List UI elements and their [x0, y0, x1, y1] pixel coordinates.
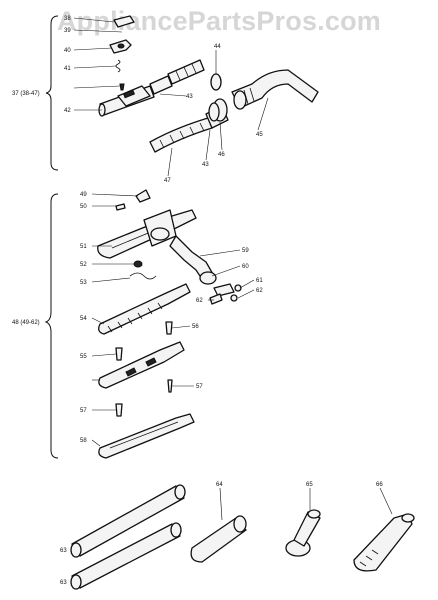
callout-46: 46	[218, 152, 225, 158]
callout-60: 60	[242, 264, 249, 270]
callout-group-37: 37 (38-47)	[12, 91, 40, 97]
selector-housing	[117, 85, 151, 107]
callout-41: 41	[64, 66, 71, 72]
pad-58	[98, 413, 195, 459]
callout-55: 55	[80, 354, 87, 360]
screw-56	[165, 321, 173, 335]
callout-63-upper: 63	[60, 548, 67, 554]
callout-65: 65	[306, 482, 313, 488]
swivel-cuff-46	[208, 98, 228, 122]
crevice-tool-64	[190, 515, 247, 563]
callout-56: 56	[192, 324, 199, 330]
callout-51: 51	[80, 244, 87, 250]
callout-43-upper: 43	[186, 94, 193, 100]
callout-61: 61	[256, 278, 263, 284]
pin-50	[115, 203, 126, 211]
callout-49: 49	[80, 192, 87, 198]
callout-62-left: 62	[196, 298, 203, 304]
latch-60	[213, 283, 235, 297]
pin-41	[119, 83, 125, 91]
dusting-brush-65	[285, 509, 321, 557]
callout-57-left: 57	[80, 408, 87, 414]
watermark: AppliancePartsPros.com	[56, 6, 381, 36]
screw-57b	[115, 403, 123, 417]
bracket-group-48	[44, 193, 59, 459]
leader-lines	[73, 17, 393, 521]
callout-66: 66	[376, 482, 383, 488]
callout-59: 59	[242, 248, 249, 254]
callout-64: 64	[216, 482, 223, 488]
nozzle-base-55	[98, 341, 185, 389]
callout-53: 53	[80, 280, 87, 286]
extension-tube-63a	[70, 484, 186, 558]
spring-53	[129, 272, 157, 280]
callout-52: 52	[80, 262, 87, 268]
callout-62-right: 62	[256, 288, 263, 294]
hose-47	[149, 117, 213, 153]
upholstery-tool-66	[353, 513, 415, 572]
callout-58: 58	[80, 438, 87, 444]
curved-handle-45	[231, 69, 319, 110]
callout-50: 50	[80, 204, 87, 210]
callout-47: 47	[164, 178, 171, 184]
extension-tube-63b	[70, 522, 182, 590]
spring-40	[115, 59, 121, 73]
callout-43-lower: 43	[202, 162, 209, 168]
callout-group-48: 48 (49-62)	[12, 320, 40, 326]
screw-61	[234, 284, 242, 292]
callout-57-right: 57	[196, 384, 203, 390]
callout-54: 54	[80, 316, 87, 322]
callout-45: 45	[256, 132, 263, 138]
callout-44: 44	[214, 44, 221, 50]
screw-57a	[167, 379, 173, 393]
callout-39: 39	[64, 28, 71, 34]
callout-42: 42	[64, 108, 71, 114]
callout-63-lower: 63	[60, 580, 67, 586]
clip-62b	[209, 293, 223, 305]
brush-strip-54	[98, 283, 191, 335]
washer-62	[230, 294, 238, 302]
roller-52	[133, 260, 143, 268]
clip-49	[135, 189, 151, 203]
selector-knob-38	[113, 15, 135, 28]
bracket-group-37	[45, 15, 59, 171]
swivel-elbow-59	[169, 235, 217, 285]
ring-44	[210, 73, 222, 91]
callout-38: 38	[64, 16, 71, 22]
wand-coupling-43	[149, 59, 205, 95]
callout-labels: 38 39 40 41 42 43 44 45 46 43 47 37 (38-…	[12, 16, 383, 586]
selector-cap-39	[109, 39, 132, 54]
callout-40: 40	[64, 48, 71, 54]
screw-55	[115, 347, 123, 361]
